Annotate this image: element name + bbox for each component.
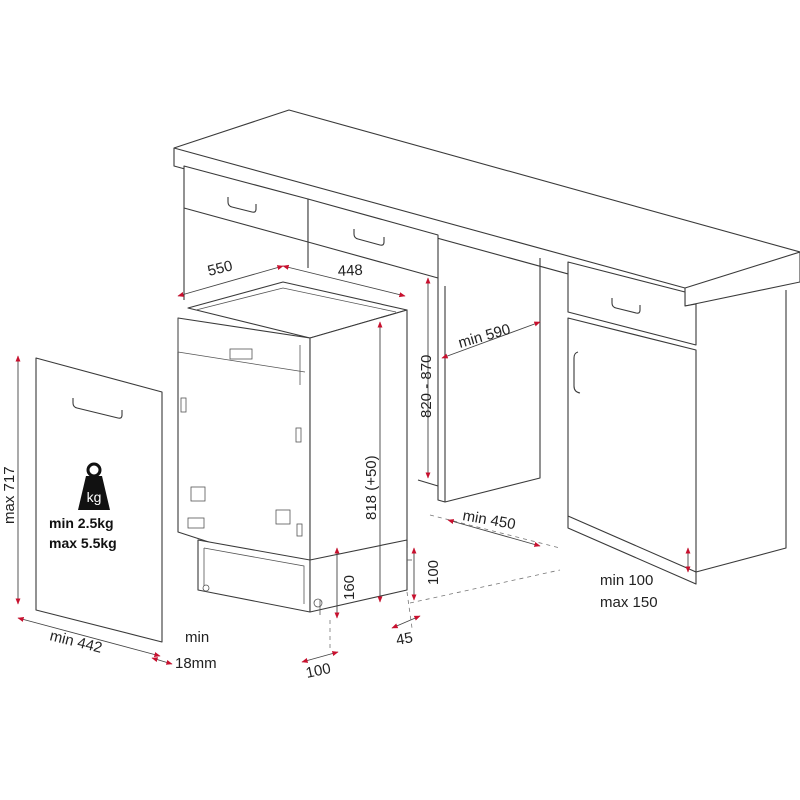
dim-cabinet-width-550: 550 (206, 257, 234, 280)
panel-handle (72, 398, 123, 419)
dim-plinth-height-160: 160 (341, 575, 358, 600)
drawer-handle (353, 229, 385, 246)
dim-appliance-width-448: 448 (337, 262, 363, 280)
dim-floor-depth-min: min 450 (461, 507, 517, 533)
dishwasher (177, 281, 408, 615)
weight-icon-text: kg (87, 489, 102, 505)
dim-panel-thickness-line2: 18mm (175, 655, 217, 672)
dim-panel-height: max 717 (1, 466, 18, 524)
weight-kg-icon: kg (78, 462, 110, 510)
dim-plinth-height-100: 100 (425, 560, 442, 585)
door-handle (573, 351, 581, 394)
right-cabinet (567, 261, 787, 585)
dim-panel-width: min 442 (48, 627, 104, 656)
dim-panel-thickness-line1: min (185, 629, 209, 646)
dim-appliance-height: 818 (+50) (363, 455, 380, 520)
drawer-handle (227, 197, 257, 213)
drawer-handle (611, 298, 641, 314)
dim-niche-height: 820 - 870 (418, 355, 435, 418)
dim-depth-min: min 590 (456, 321, 512, 352)
weight-max-label: max 5.5kg (49, 535, 117, 551)
dim-offset-45: 45 (395, 629, 414, 649)
dimension-lines (15, 264, 691, 665)
dim-plinth-gap-max: max 150 (600, 594, 658, 611)
dim-offset-100: 100 (304, 660, 332, 682)
dim-plinth-gap-min: min 100 (600, 572, 653, 589)
weight-min-label: min 2.5kg (49, 515, 114, 531)
